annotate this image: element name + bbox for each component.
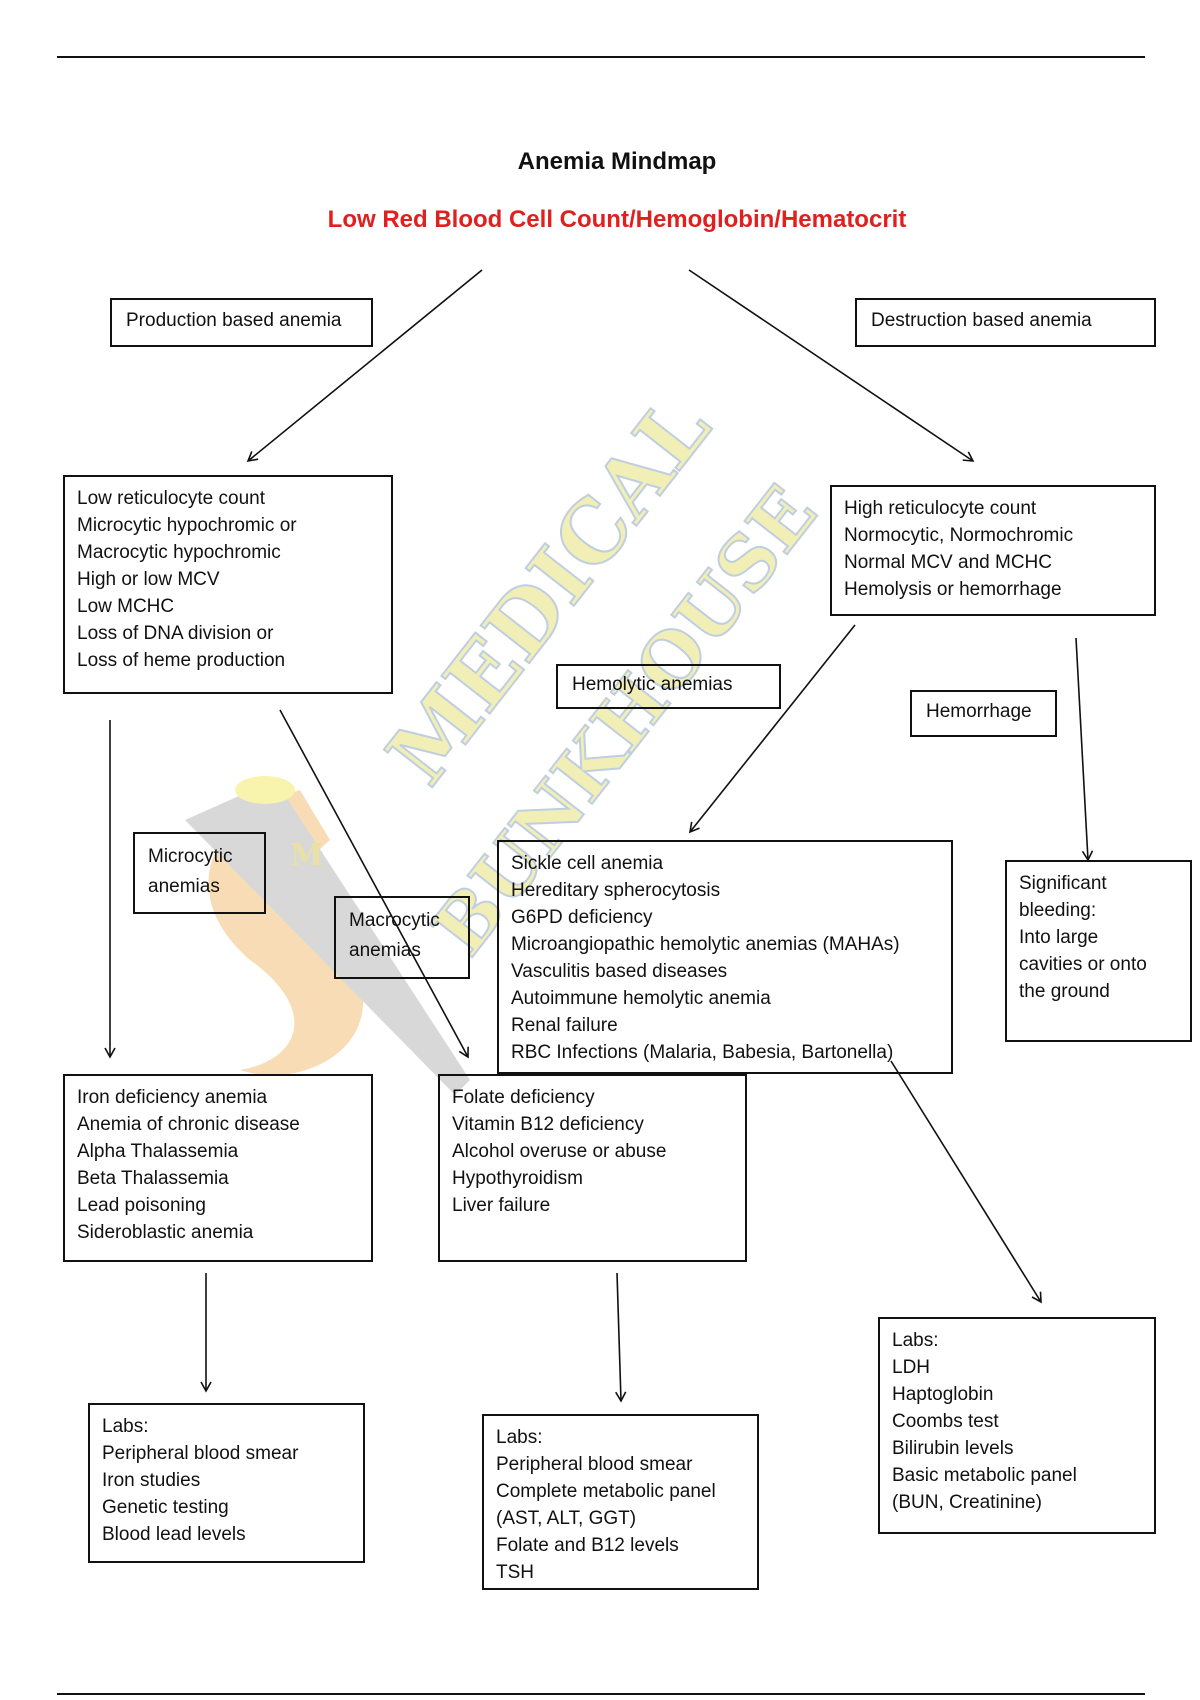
arrow-to-destruction [688,269,975,462]
list-item: TSH [496,1562,534,1583]
hemorrhage-details-box: Significant bleeding: Into large cavitie… [1005,860,1192,1042]
list-item: Liver failure [452,1195,551,1216]
arrow-to-hemolytic-labs [890,1060,1042,1304]
list-item: Autoimmune hemolytic anemia [511,988,771,1009]
destruction-label-box: Destruction based anemia [855,298,1156,347]
list-item: Vitamin B12 deficiency [452,1114,644,1135]
list-item: Basic metabolic panel [892,1465,1077,1486]
hemorrhage-label: Hemorrhage [926,701,1032,722]
arrow-to-hemorrhage-box [1075,637,1094,862]
list-item: Complete metabolic panel [496,1481,716,1502]
macrocytic-label-line: Macrocytic [349,910,440,931]
list-item: Iron deficiency anemia [77,1087,268,1108]
list-item: Loss of heme production [77,650,286,671]
list-item: Labs: [102,1416,149,1437]
list-item: Normal MCV and MCHC [844,552,1052,573]
bottom-rule [57,1693,1145,1695]
list-item: Iron studies [102,1470,201,1491]
list-item: Normocytic, Normochromic [844,525,1074,546]
list-item: (AST, ALT, GGT) [496,1508,637,1529]
list-item: Coombs test [892,1411,999,1432]
list-item: bleeding: [1019,900,1097,921]
macrocytic-label-box: Macrocytic anemias [334,896,470,979]
list-item: Microangiopathic hemolytic anemias (MAHA… [511,934,900,955]
list-item: Vasculitis based diseases [511,961,728,982]
microcytic-label-box: Microcytic anemias [133,832,266,914]
top-rule [57,56,1145,58]
list-item: Haptoglobin [892,1384,994,1405]
arrow-to-macrocytic-labs [615,1272,627,1403]
list-item: Peripheral blood smear [496,1454,693,1475]
list-item: RBC Infections (Malaria, Babesia, Barton… [511,1042,894,1063]
list-item: Low MCHC [77,596,175,617]
production-label-box: Production based anemia [110,298,373,347]
list-item: (BUN, Creatinine) [892,1492,1042,1513]
list-item: Peripheral blood smear [102,1443,299,1464]
page-subtitle: Low Red Blood Cell Count/Hemoglobin/Hema… [327,206,907,233]
list-item: Macrocytic hypochromic [77,542,281,563]
list-item: Labs: [892,1330,939,1351]
macrocytic-label-line: anemias [349,940,421,961]
list-item: Folate and B12 levels [496,1535,679,1556]
list-item: Bilirubin levels [892,1438,1014,1459]
list-item: Renal failure [511,1015,618,1036]
list-item: Hereditary spherocytosis [511,880,721,901]
page-title: Anemia Mindmap [517,148,717,175]
list-item: Blood lead levels [102,1524,246,1545]
list-item: Low reticulocyte count [77,488,265,509]
macrocytic-list-box: Folate deficiency Vitamin B12 deficiency… [438,1074,747,1262]
hemolytic-label: Hemolytic anemias [572,674,733,695]
list-item: Microcytic hypochromic or [77,515,297,536]
hemolytic-labs-box: Labs: LDH Haptoglobin Coombs test Biliru… [878,1317,1156,1534]
microcytic-label-line: anemias [148,876,220,897]
list-item: Hypothyroidism [452,1168,583,1189]
destruction-features-box: High reticulocyte count Normocytic, Norm… [830,485,1156,616]
hemorrhage-label-box: Hemorrhage [910,690,1057,737]
macrocytic-labs-box: Labs: Peripheral blood smear Complete me… [482,1414,759,1590]
list-item: Sideroblastic anemia [77,1222,254,1243]
arrow-to-hemolytic-list [688,624,856,834]
microcytic-label-line: Microcytic [148,846,233,867]
list-item: Genetic testing [102,1497,229,1518]
list-item: Folate deficiency [452,1087,595,1108]
list-item: Labs: [496,1427,543,1448]
list-item: Significant [1019,873,1107,894]
hemolytic-label-box: Hemolytic anemias [556,664,781,709]
list-item: Lead poisoning [77,1195,206,1216]
list-item: LDH [892,1357,931,1378]
list-item: Loss of DNA division or [77,623,274,644]
production-label: Production based anemia [126,310,342,331]
list-item: Into large [1019,927,1099,948]
list-item: cavities or onto [1019,954,1147,975]
list-item: High or low MCV [77,569,220,590]
microcytic-labs-box: Labs: Peripheral blood smear Iron studie… [88,1403,365,1563]
arrow-to-macrocytic-list [279,709,469,1059]
list-item: Anemia of chronic disease [77,1114,300,1135]
arrow-to-production [246,269,483,463]
list-item: Hemolysis or hemorrhage [844,579,1062,600]
list-item: High reticulocyte count [844,498,1037,519]
list-item: Alpha Thalassemia [77,1141,239,1162]
list-item: the ground [1019,981,1110,1002]
hemolytic-list-box: Sickle cell anemia Hereditary spherocyto… [497,840,953,1074]
list-item: Sickle cell anemia [511,853,664,874]
list-item: Beta Thalassemia [77,1168,229,1189]
destruction-label: Destruction based anemia [871,310,1092,331]
list-item: G6PD deficiency [511,907,653,928]
list-item: Alcohol overuse or abuse [452,1141,667,1162]
production-features-box: Low reticulocyte count Microcytic hypoch… [63,475,393,694]
microcytic-list-box: Iron deficiency anemia Anemia of chronic… [63,1074,373,1262]
